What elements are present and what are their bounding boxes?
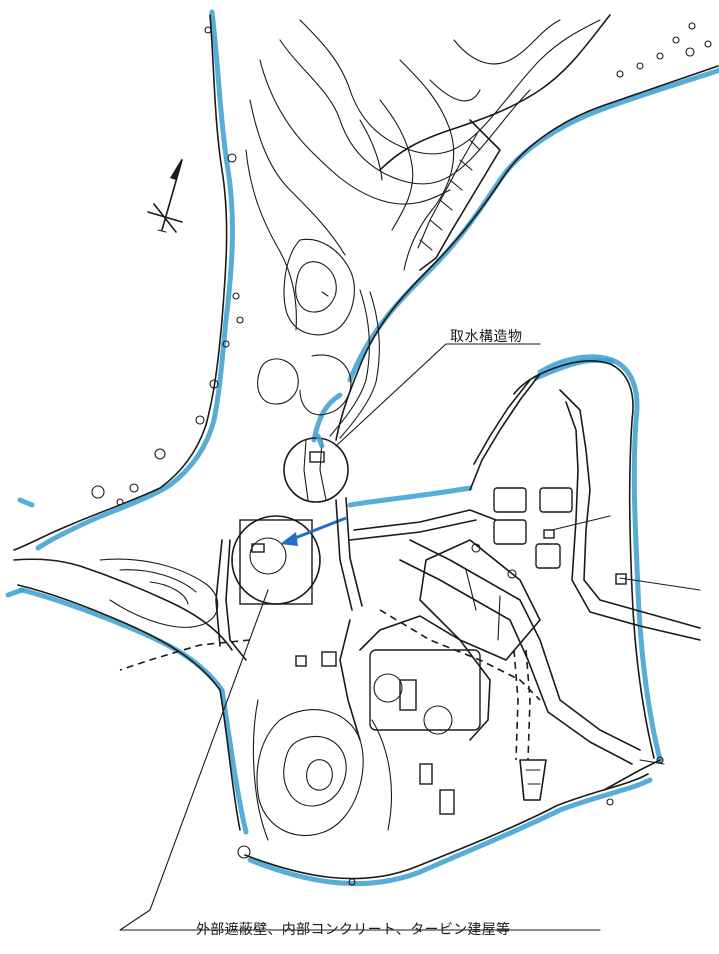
flow-arrow bbox=[280, 516, 347, 546]
roads bbox=[215, 497, 641, 765]
north-breakwater bbox=[329, 119, 501, 439]
harbour-area bbox=[119, 373, 701, 701]
west-headland bbox=[99, 558, 219, 628]
intake-structure bbox=[283, 433, 349, 503]
walls-leader bbox=[119, 589, 601, 931]
coastline bbox=[5, 9, 719, 887]
walls-buildings-label: 外部遮蔽壁、内部コンクリート、タービン建屋等 bbox=[196, 922, 511, 938]
south-hill bbox=[252, 699, 393, 841]
reactor-site bbox=[231, 515, 321, 605]
intake-leader bbox=[335, 343, 541, 447]
south-pier bbox=[519, 759, 665, 801]
north-arrow-icon bbox=[147, 158, 183, 233]
coastal-rocks bbox=[91, 22, 712, 886]
intake-structure-label: 取水構造物 bbox=[450, 329, 523, 345]
terrain-contours bbox=[13, 14, 719, 880]
site-buildings bbox=[251, 487, 701, 815]
